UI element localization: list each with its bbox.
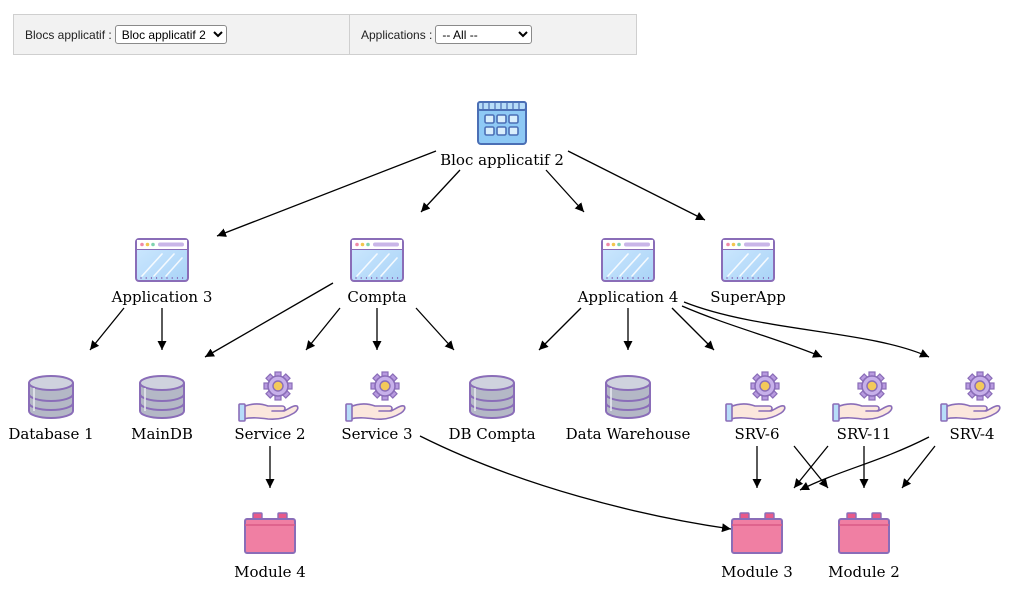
node-srv2[interactable]: Service 2	[234, 371, 306, 443]
node-label: SRV-11	[837, 425, 892, 443]
service-gear-icon	[238, 371, 299, 422]
node-label: Application 3	[111, 288, 213, 306]
filter-toolbar: Blocs applicatif : Bloc applicatif 2 App…	[13, 14, 637, 55]
node-srv6[interactable]: SRV-6	[725, 371, 786, 443]
service-gear-icon	[345, 371, 406, 422]
node-label: Database 1	[8, 425, 93, 443]
edge-srv4-to-mod2	[901, 445, 936, 489]
node-label: DB Compta	[448, 425, 535, 443]
application-select[interactable]: -- All --	[435, 25, 533, 44]
module-icon	[838, 512, 890, 554]
edge-app4-to-srv11	[681, 305, 823, 358]
application-filter: Applications : -- All --	[350, 15, 533, 54]
bloc-select[interactable]: Bloc applicatif 2	[114, 25, 227, 44]
edge-bloc2-to-compta	[420, 169, 461, 213]
node-label: Service 2	[234, 425, 305, 443]
database-icon	[28, 375, 74, 419]
database-icon	[605, 375, 651, 419]
bloc-grid-icon	[477, 101, 527, 145]
edge-app4-to-srv6	[671, 307, 715, 351]
node-label: Module 2	[828, 563, 900, 581]
node-bloc2[interactable]: Bloc applicatif 2	[440, 101, 564, 169]
node-label: Service 3	[341, 425, 412, 443]
edge-bloc2-to-superapp	[567, 150, 706, 221]
node-label: Compta	[347, 288, 406, 306]
node-mod3[interactable]: Module 3	[721, 512, 793, 581]
application-window-icon	[350, 238, 404, 282]
edge-app4-to-dbcompta	[538, 307, 582, 351]
application-window-icon	[721, 238, 775, 282]
edge-srv11-to-mod3	[793, 445, 829, 489]
nodes-layer: Bloc applicatif 2 Application 3 Compta Appl…	[8, 101, 1001, 581]
node-app4[interactable]: Application 4	[577, 238, 679, 306]
service-gear-icon	[940, 371, 1001, 422]
edge-bloc2-to-app4	[545, 169, 585, 213]
database-icon	[139, 375, 185, 419]
edge-compta-to-dbcompta	[415, 307, 455, 351]
node-label: SRV-6	[734, 425, 779, 443]
module-icon	[244, 512, 296, 554]
node-compta[interactable]: Compta	[347, 238, 407, 306]
edge-srv4-to-mod3	[799, 436, 930, 491]
bloc-filter-label: Blocs applicatif :	[25, 27, 112, 42]
bloc-filter: Blocs applicatif : Bloc applicatif 2	[14, 15, 350, 54]
node-srv11[interactable]: SRV-11	[832, 371, 893, 443]
node-label: SRV-4	[949, 425, 994, 443]
service-gear-icon	[725, 371, 786, 422]
node-db1[interactable]: Database 1	[8, 375, 94, 443]
module-icon	[731, 512, 783, 554]
node-label: Bloc applicatif 2	[440, 151, 564, 169]
node-mod2[interactable]: Module 2	[828, 512, 900, 581]
node-maindb[interactable]: MainDB	[131, 375, 193, 443]
service-gear-icon	[832, 371, 893, 422]
node-label: Application 4	[577, 288, 679, 306]
node-dw[interactable]: Data Warehouse	[566, 375, 691, 443]
database-icon	[469, 375, 515, 419]
edge-app3-to-db1	[89, 307, 125, 351]
node-label: Module 4	[234, 563, 306, 581]
application-filter-label: Applications :	[361, 27, 433, 42]
application-window-icon	[135, 238, 189, 282]
edges-layer	[89, 150, 936, 533]
application-window-icon	[601, 238, 655, 282]
edge-bloc2-to-app3	[216, 150, 437, 237]
node-mod4[interactable]: Module 4	[234, 512, 306, 581]
node-srv3[interactable]: Service 3	[341, 371, 413, 443]
node-app3[interactable]: Application 3	[111, 238, 213, 306]
node-superapp[interactable]: SuperApp	[710, 238, 786, 306]
node-label: Module 3	[721, 563, 793, 581]
edge-compta-to-maindb	[204, 282, 334, 358]
node-srv4[interactable]: SRV-4	[940, 371, 1001, 443]
node-label: MainDB	[131, 425, 193, 443]
node-label: SuperApp	[710, 288, 786, 306]
edge-compta-to-srv2	[305, 307, 341, 351]
edge-srv3-to-mod3	[419, 435, 732, 533]
node-dbcompta[interactable]: DB Compta	[448, 375, 536, 443]
edge-app4-to-srv4	[683, 301, 930, 358]
node-label: Data Warehouse	[566, 425, 691, 443]
